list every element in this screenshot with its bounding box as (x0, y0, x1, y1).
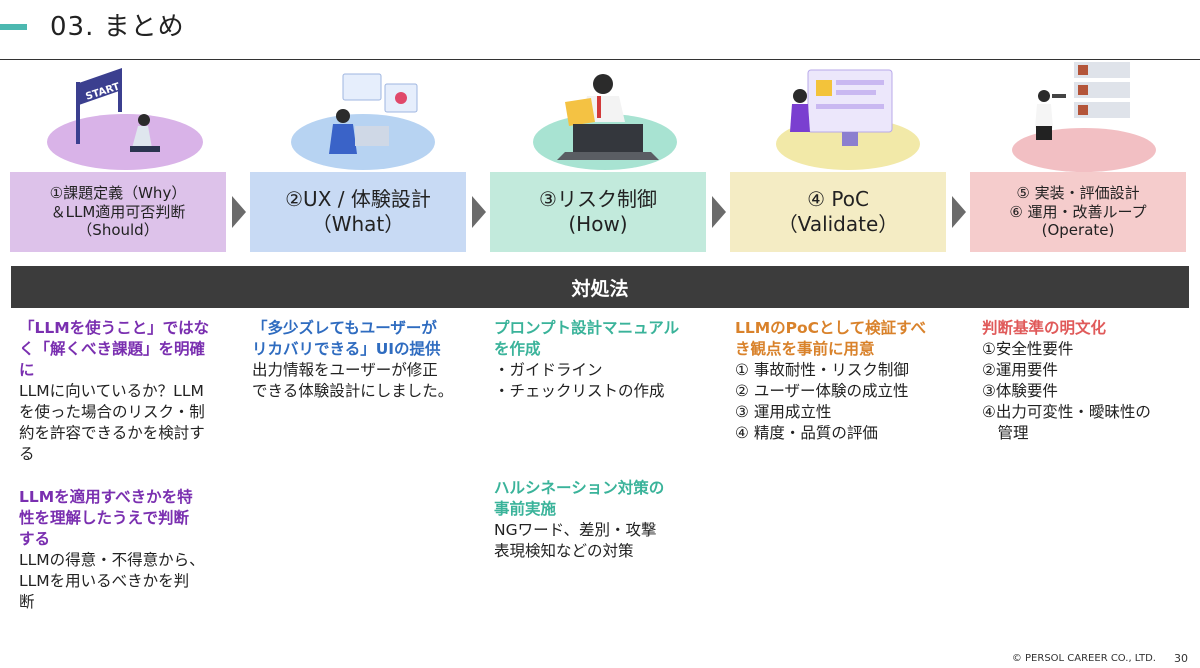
page-number: 30 (1174, 652, 1188, 665)
countermeasure-column-how: プロンプト設計マニュアル を作成 ・ガイドライン ・チェックリストの作成 ハルシ… (494, 318, 722, 562)
step-line: (Operate) (1041, 221, 1115, 240)
col-body: ① 事故耐性・リスク制御 (735, 361, 909, 379)
col-heading: 「多少ズレてもユーザーが (252, 319, 437, 337)
col-heading: 「LLMを使うこと」ではな (19, 319, 210, 337)
col-body: を使った場合のリスク・制 (19, 403, 205, 421)
step-box-validate: ④ PoC （Validate） (730, 172, 946, 252)
countermeasure-column-operate: 判断基準の明文化 ①安全性要件 ②運用要件 ③体験要件 ④出力可変性・曖昧性の … (982, 318, 1187, 444)
col-body: ・チェックリストの作成 (494, 382, 665, 400)
ux-design-icon (291, 73, 435, 170)
step-line: ＆LLM適用可否判断 (50, 202, 186, 221)
step-line: ⑥ 運用・改善ループ (1009, 202, 1147, 221)
col-heading: 性を理解したうえで判断 (19, 509, 190, 527)
header-divider (0, 59, 1200, 60)
step-box-what: ②UX / 体験設計 （What） (250, 172, 466, 252)
col-body: 約を許容できるかを検討す (19, 424, 205, 442)
col-body: る (19, 445, 35, 463)
col-body: ④ 精度・品質の評価 (735, 424, 878, 442)
col-body: 表現検知などの対策 (494, 542, 634, 560)
step-box-why: ①課題定義（Why） ＆LLM適用可否判断 （Should） (10, 172, 226, 252)
chevron-right-icon (232, 196, 246, 228)
copyright-text: © PERSOL CAREER CO., LTD. (1011, 653, 1156, 664)
countermeasure-banner: 対処法 (11, 266, 1189, 308)
col-body: ②運用要件 (982, 361, 1058, 379)
col-heading: を作成 (494, 340, 541, 358)
col-heading: ハルシネーション対策の (494, 479, 665, 497)
step-line: （Should） (77, 221, 159, 240)
col-body: 出力情報をユーザーが修正 (252, 361, 438, 379)
step-box-operate: ⑤ 実装・評価設計 ⑥ 運用・改善ループ (Operate) (970, 172, 1186, 252)
col-body: ③体験要件 (982, 382, 1058, 400)
start-flag-icon: START (47, 68, 203, 170)
step-line: ②UX / 体験設計 (285, 187, 431, 211)
col-heading: プロンプト設計マニュアル (494, 319, 680, 337)
col-heading: LLMを適用すべきかを特 (19, 488, 193, 506)
col-body: できる体験設計にしました。 (252, 382, 454, 400)
col-heading: 事前実施 (494, 500, 557, 518)
col-body: ② ユーザー体験の成立性 (735, 382, 909, 400)
page-title: 03. まとめ (50, 12, 185, 42)
countermeasure-column-poc: LLMのPoCとして検証すべ き観点を事前に用意 ① 事故耐性・リスク制御 ② … (735, 318, 967, 444)
col-heading: に (19, 361, 35, 379)
col-heading: く「解くべき課題」を明確 (19, 340, 206, 358)
col-body: ④出力可変性・曖昧性の (982, 403, 1151, 421)
step-line: ①課題定義（Why） (49, 183, 187, 202)
col-body: NGワード、差別・攻撃 (494, 521, 657, 539)
col-body: 断 (19, 593, 35, 611)
operate-monitor-icon (1012, 62, 1156, 172)
step-box-how: ③リスク制御 (How) (490, 172, 706, 252)
chevron-right-icon (952, 196, 966, 228)
step-line: （What） (311, 212, 405, 236)
col-heading: LLMのPoCとして検証すべ (735, 319, 927, 337)
step-line: ④ PoC (807, 187, 869, 211)
col-body: 管理 (982, 424, 1029, 442)
step-line: （Validate） (777, 212, 899, 236)
col-body: LLMの得意・不得意から、 (19, 551, 205, 569)
countermeasure-column-why: 「LLMを使うこと」ではな く「解くべき課題」を明確 に LLMに向いているか？… (19, 318, 241, 613)
col-heading: き観点を事前に用意 (735, 340, 875, 358)
col-body: ・ガイドライン (494, 361, 603, 379)
title-accent-bar (0, 24, 27, 30)
col-heading: 判断基準の明文化 (982, 319, 1107, 337)
step-line: ③リスク制御 (539, 187, 657, 211)
col-heading: リカバリできる」UIの提供 (252, 340, 441, 358)
step-line: (How) (568, 212, 628, 236)
chevron-right-icon (712, 196, 726, 228)
col-heading: する (19, 530, 51, 548)
step-line: ⑤ 実装・評価設計 (1016, 183, 1140, 202)
validate-screen-icon (776, 69, 920, 170)
col-body: ①安全性要件 (982, 340, 1074, 358)
chevron-right-icon (472, 196, 486, 228)
col-body: ③ 運用成立性 (735, 403, 832, 421)
laptop-mail-icon (533, 74, 677, 170)
col-body: LLMに向いているか？LLM (19, 382, 204, 400)
col-body: LLMを用いるべきかを判 (19, 572, 190, 590)
countermeasure-column-what: 「多少ズレてもユーザーが リカバリできる」UIの提供 出力情報をユーザーが修正 … (252, 318, 484, 402)
